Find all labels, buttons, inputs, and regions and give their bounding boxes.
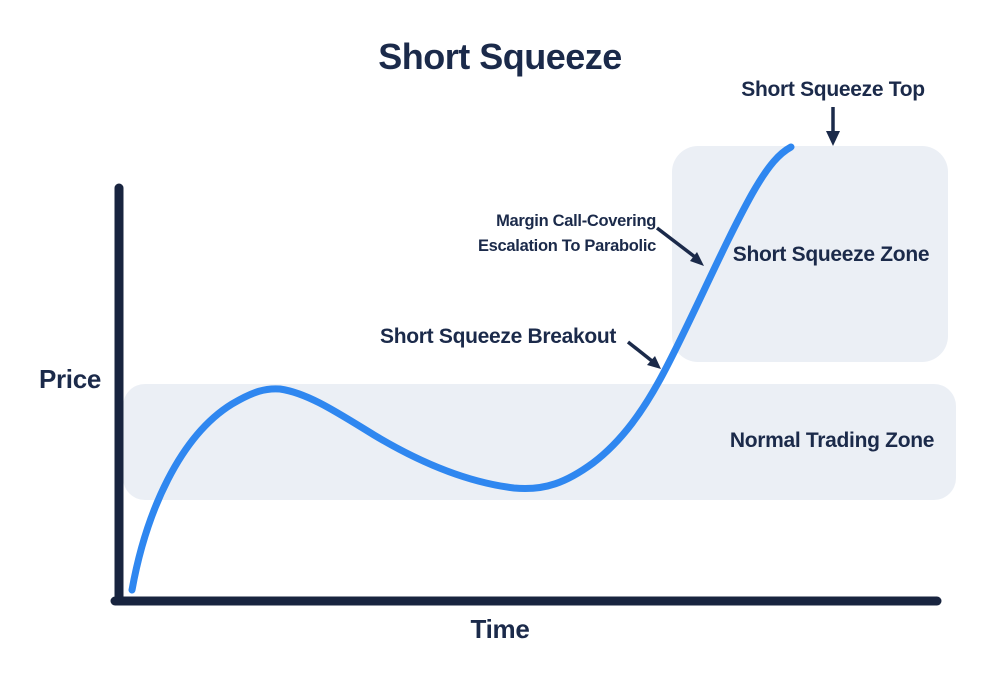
annotation-breakout: Short Squeeze Breakout xyxy=(380,325,617,348)
arrow-breakout xyxy=(626,340,661,369)
page-title: Short Squeeze xyxy=(378,36,622,77)
normal-trading-zone-label: Normal Trading Zone xyxy=(729,429,935,452)
x-axis-label: Time xyxy=(470,614,530,644)
arrow-head-icon xyxy=(690,252,704,266)
arrow-short-squeeze-top xyxy=(826,107,840,146)
short-squeeze-zone-label: Short Squeeze Zone xyxy=(732,243,930,266)
annotation-margin-line1: Margin Call-Covering xyxy=(496,212,656,230)
annotation-margin-line2: Escalation To Parabolic xyxy=(477,237,656,255)
arrow-head-icon xyxy=(647,356,661,369)
arrow-shaft xyxy=(626,340,654,363)
annotation-short-squeeze-top: Short Squeeze Top xyxy=(741,78,925,101)
normal-trading-zone-area xyxy=(123,384,956,500)
arrow-shaft xyxy=(655,226,697,259)
annotation-margin-call: Margin Call-Covering Escalation To Parab… xyxy=(410,209,656,259)
arrow-margin-call xyxy=(655,226,704,266)
price-curve xyxy=(128,143,795,594)
y-axis-label: Price xyxy=(38,364,102,394)
arrow-head-icon xyxy=(826,131,840,146)
